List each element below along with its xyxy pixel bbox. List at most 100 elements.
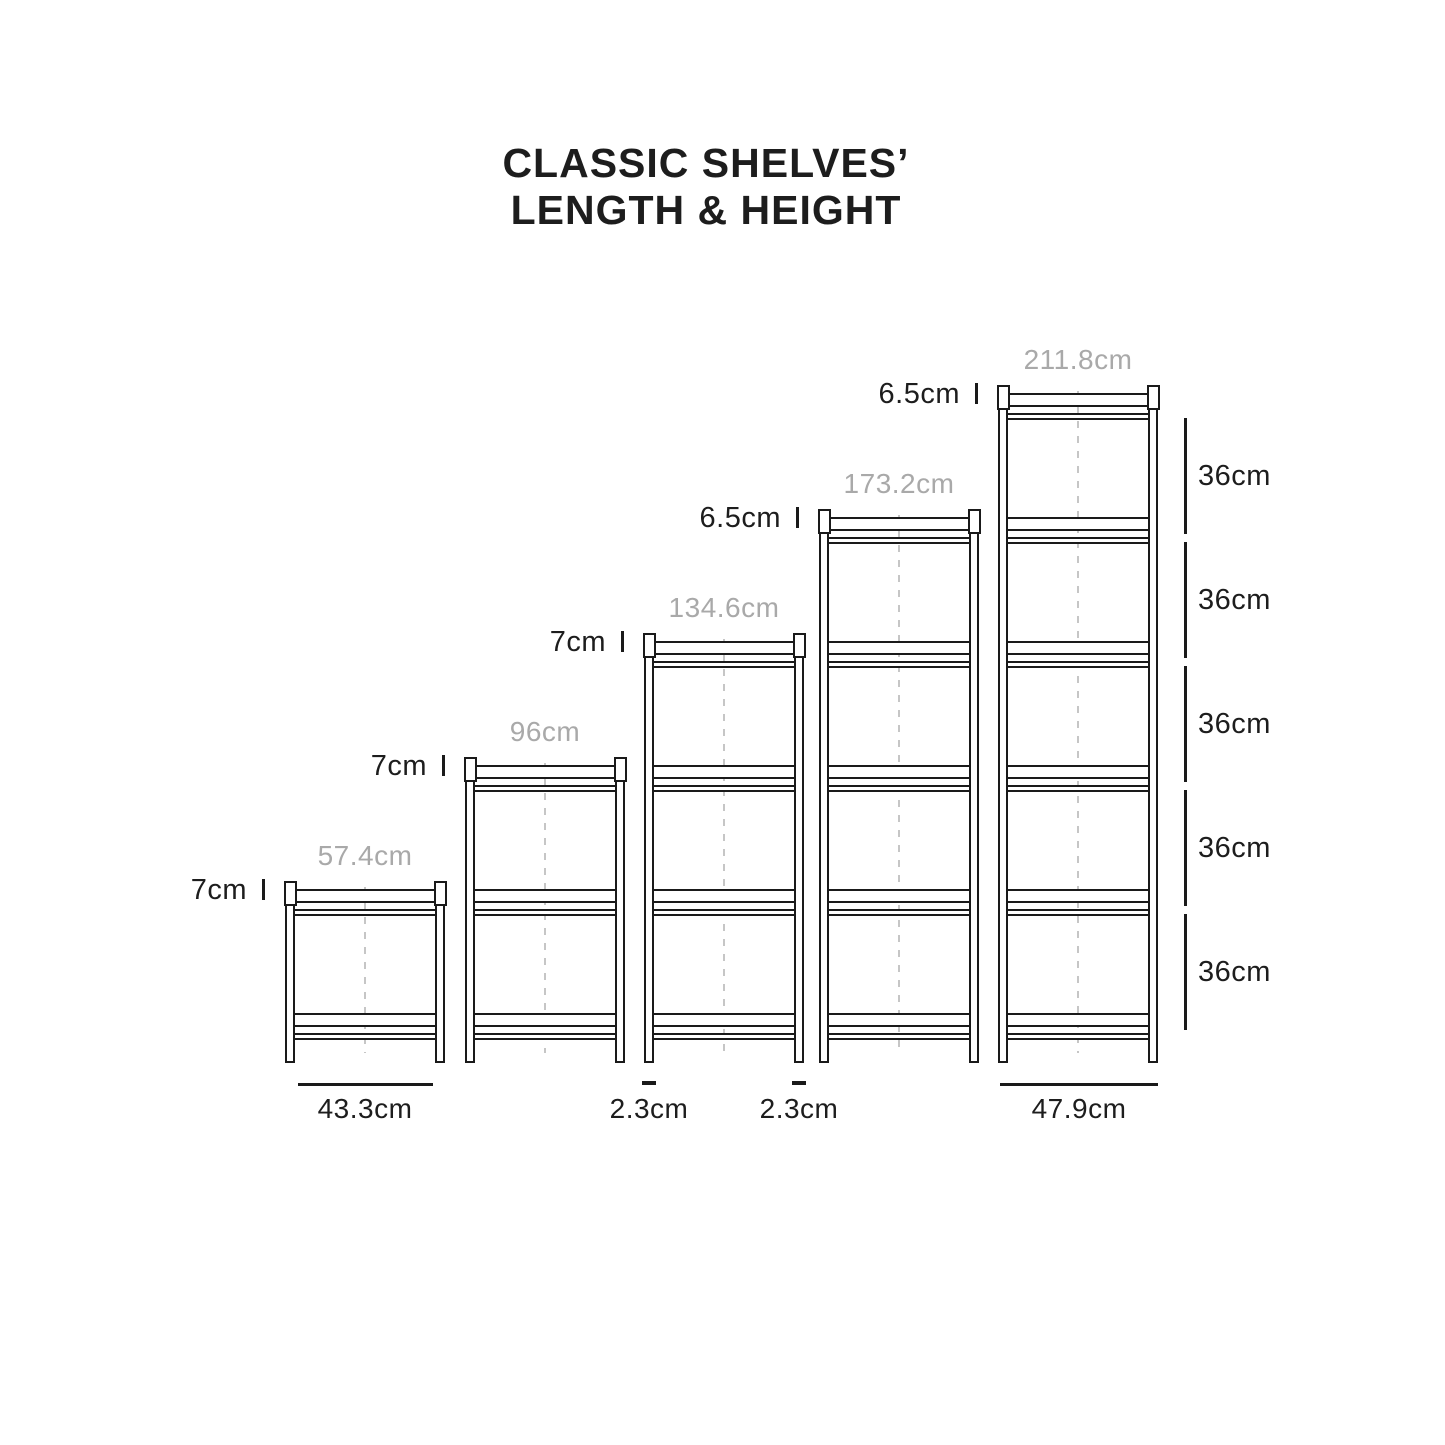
shelf-board: [1006, 1013, 1150, 1027]
diagram-title: CLASSIC SHELVES’ LENGTH & HEIGHT: [502, 140, 909, 234]
shelf-rail: [1006, 785, 1150, 792]
left-post: [998, 407, 1008, 1063]
width-dimension-line: [1000, 1083, 1158, 1086]
right-post: [969, 531, 979, 1063]
unit-height-label: 57.4cm: [317, 840, 413, 871]
left-post: [644, 655, 654, 1063]
shelf-rail: [1006, 1033, 1150, 1040]
width-dimension-label: 43.3cm: [317, 1093, 413, 1124]
top-frame-label: 6.5cm: [699, 502, 781, 534]
shelf-rail: [827, 909, 971, 916]
shelf-board: [827, 765, 971, 779]
shelf-rail: [652, 1033, 796, 1040]
shelf-board: [827, 641, 971, 655]
shelf-board: [1006, 641, 1150, 655]
unit-height-label: 211.8cm: [1023, 344, 1133, 375]
shelf-board: [473, 1013, 617, 1027]
center-dashed-line: [544, 763, 546, 1053]
right-post-cap: [967, 509, 981, 534]
left-post: [819, 531, 829, 1063]
shelf-rail: [652, 661, 796, 668]
shelf-gap-label: 36cm: [1198, 584, 1271, 616]
post-thickness-dash: [792, 1081, 806, 1085]
shelf-rail: [473, 1033, 617, 1040]
shelf-gap-bracket-line: [1184, 542, 1187, 658]
shelf-board: [827, 517, 971, 531]
shelf-gap-label: 36cm: [1198, 832, 1271, 864]
shelf-gap-label: 36cm: [1198, 956, 1271, 988]
shelf-gap-label: 36cm: [1198, 460, 1271, 492]
shelf-rail: [1006, 537, 1150, 544]
shelf-rail: [827, 661, 971, 668]
center-dashed-line: [1077, 391, 1079, 1053]
width-dimension-label: 47.9cm: [1031, 1093, 1127, 1124]
right-post-cap: [792, 633, 806, 658]
unit-height-label: 134.6cm: [668, 592, 780, 623]
left-post: [285, 903, 295, 1063]
shelf-board: [652, 641, 796, 655]
center-dashed-line: [898, 515, 900, 1053]
shelf-board: [473, 765, 617, 779]
top-frame-tick: [442, 755, 445, 776]
center-dashed-line: [364, 887, 366, 1053]
shelf-rail: [473, 909, 617, 916]
shelf-rail: [1006, 909, 1150, 916]
shelf-board: [1006, 889, 1150, 903]
top-frame-label: 7cm: [549, 626, 606, 658]
top-frame-label: 7cm: [190, 874, 247, 906]
post-thickness-dash: [642, 1081, 656, 1085]
shelf-rail: [1006, 413, 1150, 420]
top-frame-label: 7cm: [370, 750, 427, 782]
shelf-board: [1006, 765, 1150, 779]
right-post-cap: [613, 757, 627, 782]
shelf-board: [1006, 393, 1150, 407]
left-post-cap: [996, 385, 1010, 410]
shelf-rail: [293, 1033, 437, 1040]
top-frame-tick: [262, 879, 265, 900]
shelf-rail: [827, 785, 971, 792]
post-thickness-label: 2.3cm: [759, 1093, 839, 1124]
shelf-rail: [473, 785, 617, 792]
post-thickness-label: 2.3cm: [609, 1093, 689, 1124]
shelf-board: [827, 1013, 971, 1027]
shelf-gap-bracket-line: [1184, 914, 1187, 1030]
shelf-rail: [652, 909, 796, 916]
right-post: [615, 779, 625, 1063]
right-post: [1148, 407, 1158, 1063]
shelf-board: [652, 765, 796, 779]
title-line-2: LENGTH & HEIGHT: [510, 187, 902, 233]
right-post: [435, 903, 445, 1063]
shelf-gap-bracket-line: [1184, 666, 1187, 782]
shelf-board: [293, 889, 437, 903]
left-post-cap: [463, 757, 477, 782]
shelf-board: [293, 1013, 437, 1027]
right-post: [794, 655, 804, 1063]
unit-height-label: 96cm: [509, 716, 581, 747]
unit-height-label: 173.2cm: [843, 468, 955, 499]
left-post-cap: [642, 633, 656, 658]
shelf-board: [827, 889, 971, 903]
right-post-cap: [1146, 385, 1160, 410]
left-post: [465, 779, 475, 1063]
left-post-cap: [283, 881, 297, 906]
title-line-1: CLASSIC SHELVES’: [502, 140, 910, 186]
shelf-rail: [1006, 661, 1150, 668]
top-frame-tick: [796, 507, 799, 528]
top-frame-tick: [621, 631, 624, 652]
shelf-gap-bracket-line: [1184, 790, 1187, 906]
shelf-gap-label: 36cm: [1198, 708, 1271, 740]
shelf-board: [1006, 517, 1150, 531]
shelf-board: [473, 889, 617, 903]
center-dashed-line: [723, 639, 725, 1053]
shelf-gap-bracket-line: [1184, 418, 1187, 534]
shelf-rail: [293, 909, 437, 916]
left-post-cap: [817, 509, 831, 534]
shelf-board: [652, 1013, 796, 1027]
width-dimension-line: [298, 1083, 433, 1086]
top-frame-tick: [975, 383, 978, 404]
top-frame-label: 6.5cm: [878, 378, 960, 410]
shelf-rail: [827, 1033, 971, 1040]
right-post-cap: [433, 881, 447, 906]
shelf-rail: [827, 537, 971, 544]
